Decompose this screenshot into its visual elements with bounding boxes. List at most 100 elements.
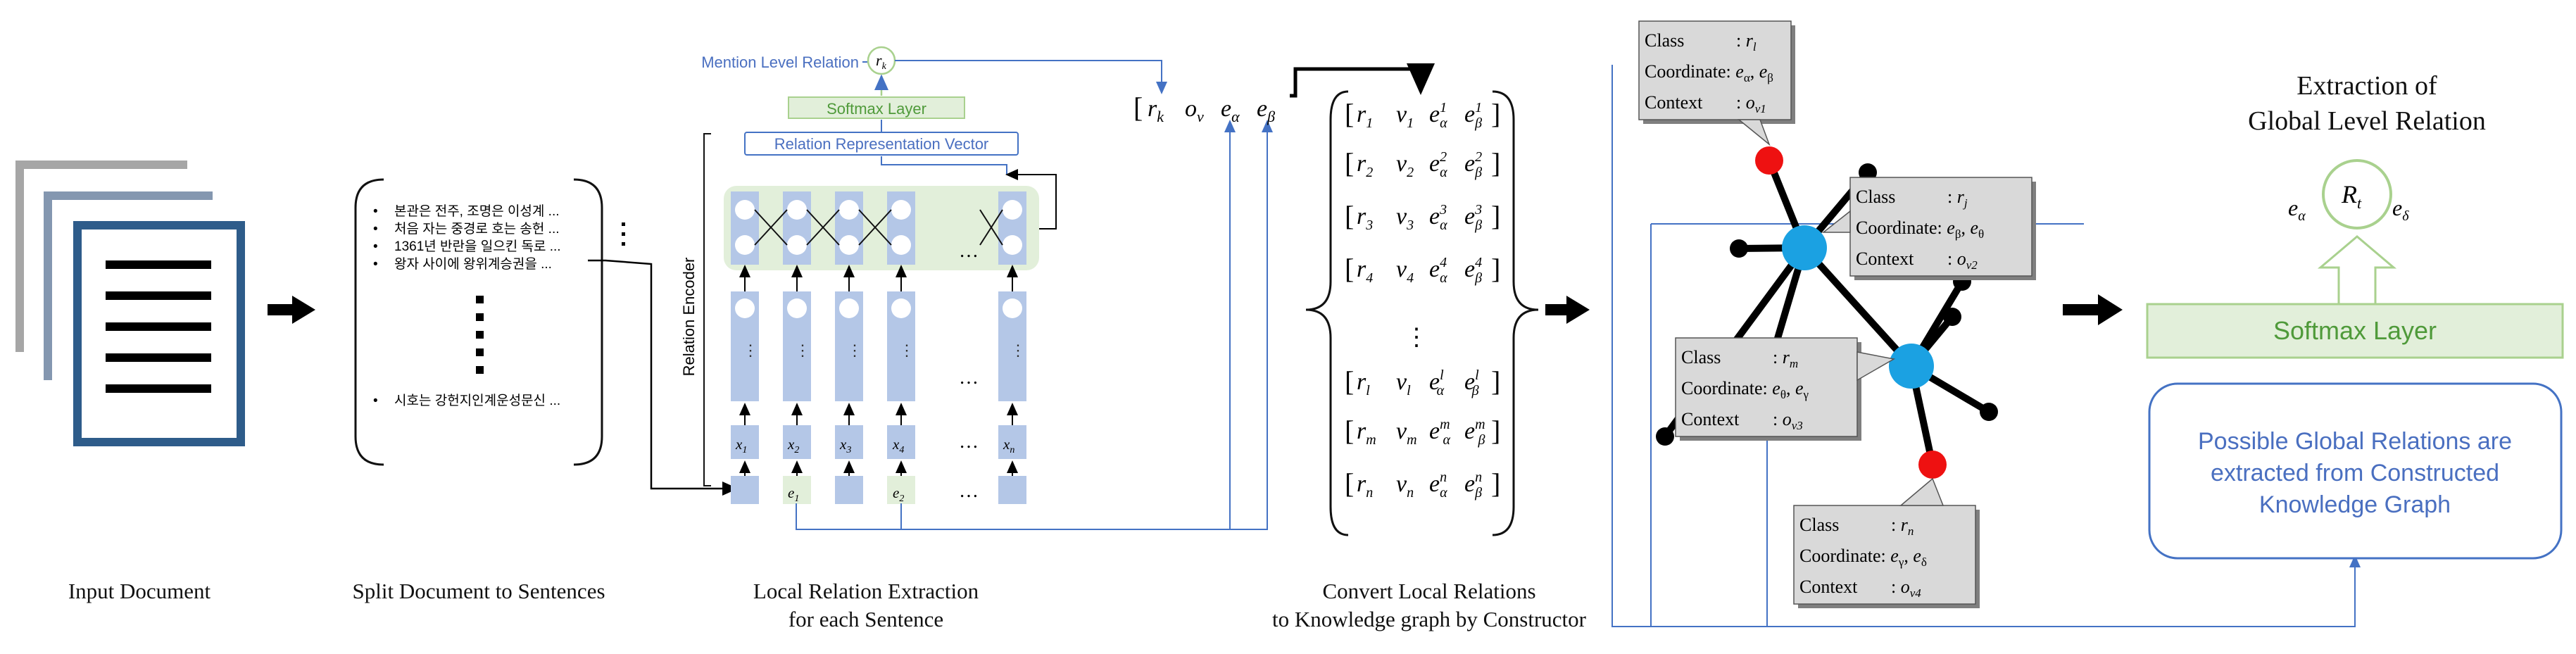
mention-level-label: Mention Level Relation [701,54,859,71]
sentence-2: 처음 자는 중경로 호는 송헌 ... [394,221,560,237]
svg-text:e1: e1 [788,484,799,504]
svg-text:e4α: e4α [1429,255,1447,286]
svg-text:r3: r3 [1357,203,1373,233]
svg-text:rl: rl [1357,369,1370,398]
svg-text:Softmax Layer: Softmax Layer [827,100,926,118]
encoder-column: ⋮ [835,191,863,504]
svg-text:enα: enα [1429,470,1447,501]
svg-text:•: • [373,257,378,272]
sentence-to-encoder-connector [588,259,739,496]
svg-text:Relation Representation Vector: Relation Representation Vector [774,135,989,153]
svg-text:Coordinate: eγ, eδ: Coordinate: eγ, eδ [1799,546,1927,569]
svg-text:vl: vl [1396,369,1411,398]
svg-text:e3β: e3β [1464,202,1482,233]
svg-text:…: … [959,367,979,389]
global-relations-description [2148,382,2563,560]
svg-text:Context: Context [1799,577,1858,597]
svg-text:: rn: : rn [1891,515,1914,538]
caption-global-2: Global Level Relation [2248,106,2486,136]
svg-text:…: … [959,240,979,262]
svg-text:elα: elα [1429,367,1445,398]
svg-text:elβ: elβ [1464,367,1479,398]
svg-text:⋮: ⋮ [743,341,758,359]
svg-text:r1: r1 [1357,101,1373,131]
svg-text:eδ: eδ [2392,195,2409,224]
svg-text:: ov3: : ov3 [1773,409,1803,432]
svg-text:rk: rk [876,51,887,72]
sentence-4: 왕자 사이에 왕위계승권을 ... [394,256,552,272]
svg-text:Context: Context [1645,92,1703,113]
svg-text:v4: v4 [1396,256,1414,286]
caption-convert-1: Convert Local Relations [1322,579,1535,603]
svg-text:Knowledge Graph: Knowledge Graph [2259,491,2451,518]
svg-text:[: [ [1345,98,1354,130]
svg-text:[: [ [1345,147,1354,179]
svg-text:Softmax Layer: Softmax Layer [2273,316,2437,345]
caption-global-1: Extraction of [2297,71,2437,101]
svg-text:: rj: : rj [1947,187,1968,210]
svg-text:eα: eα [1221,96,1240,125]
encoder-column: ⋮ [783,191,811,504]
encoder-column: ⋮ [731,191,759,504]
output-tuple: [ rk ov eα eβ [1133,63,1435,125]
svg-text:⋮: ⋮ [795,341,810,359]
svg-text:]: ] [1491,415,1500,446]
global-softmax-layer [2146,303,2564,359]
svg-text:: ov1: : ov1 [1736,92,1766,115]
relation-encoder-label: Relation Encoder [680,258,698,377]
svg-text:Class: Class [1856,187,1895,207]
svg-text:x4: x4 [892,436,904,455]
caption-local-2: for each Sentence [788,607,943,631]
relation-encoder: Relation Encoder Mention Level Relation … [680,46,1273,530]
caption-convert-2: to Knowledge graph by Constructor [1272,607,1587,631]
svg-text:rn: rn [1357,471,1373,501]
svg-text:Possible Global Relations are: Possible Global Relations are [2198,428,2512,455]
svg-text:x3: x3 [839,436,851,455]
svg-text:e3α: e3α [1429,202,1447,233]
graph-node-red-1 [1755,146,1783,175]
global-relation-node [2322,159,2392,229]
svg-text:v2: v2 [1396,151,1414,180]
svg-text:]: ] [1491,467,1500,499]
svg-text:⋮: ⋮ [899,341,915,359]
svg-text:v3: v3 [1396,203,1414,233]
global-relation-panel: Extraction of Global Level Relation Rt e… [2146,71,2564,560]
svg-text:Coordinate: eβ, eθ: Coordinate: eβ, eθ [1856,218,1984,241]
svg-text:e2: e2 [893,484,904,504]
svg-text:…: … [959,431,979,453]
input-document-icon [15,161,245,446]
svg-text:[: [ [1345,365,1354,397]
svg-text:Context: Context [1856,249,1914,269]
caption-input: Input Document [68,579,211,603]
svg-text:]: ] [1491,365,1500,397]
svg-text:Coordinate: eθ, eγ: Coordinate: eθ, eγ [1681,378,1809,401]
graph-node-red-2 [1918,451,1947,479]
svg-text:[: [ [1345,415,1354,446]
svg-text:e4β: e4β [1464,255,1482,286]
graph-node-blue-2 [1889,344,1934,389]
svg-text:rk: rk [1148,96,1164,125]
encoder-column: ⋮ [887,191,915,504]
svg-text:emβ: emβ [1464,417,1485,448]
svg-text:…: … [959,480,979,502]
flow-arrow-3 [2063,294,2123,325]
svg-text:extracted from Constructed: extracted from Constructed [2211,460,2499,486]
svg-text:r4: r4 [1357,256,1373,286]
svg-text:Class: Class [1645,30,1684,51]
svg-text:: ov4: : ov4 [1891,577,1921,600]
svg-text:r2: r2 [1357,151,1373,180]
caption-split: Split Document to Sentences [352,579,605,603]
svg-text:⋮: ⋮ [1405,325,1428,351]
svg-text:•: • [373,239,378,254]
relation-representation-vector [744,132,1019,156]
svg-text:[: [ [1133,92,1143,123]
svg-text:eα: eα [2288,195,2306,224]
